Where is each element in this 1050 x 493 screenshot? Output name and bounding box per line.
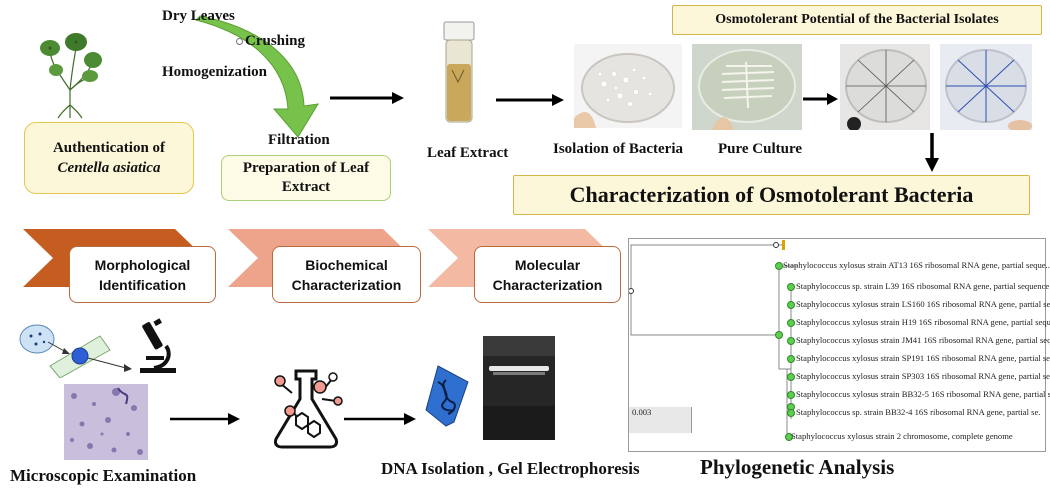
tree-node xyxy=(787,409,795,417)
method-box-biochemical: Biochemical Characterization xyxy=(272,246,421,303)
characterization-title-label: Characterization of Osmotolerant Bacteri… xyxy=(569,182,974,207)
preparation-label: Preparation of Leaf Extract xyxy=(242,160,370,195)
tree-leaf-label: Staphylococcus sp. strain L39 16S riboso… xyxy=(796,281,1050,291)
authentication-species: Centella asiatica xyxy=(57,160,161,176)
method-box-molecular: Molecular Characterization xyxy=(474,246,621,303)
step-filtration: Filtration xyxy=(268,132,330,148)
tree-node xyxy=(787,391,795,399)
tree-node xyxy=(787,319,795,327)
centella-plant-illustration xyxy=(40,33,102,119)
tree-leaf-label: Staphylococcus xylosus strain JM41 16S r… xyxy=(796,335,1050,345)
step-crushing-label: Crushing xyxy=(245,33,306,49)
dna-label: DNA Isolation , Gel Electrophoresis xyxy=(381,459,640,478)
leaf-extract-tube xyxy=(443,21,475,123)
tree-node xyxy=(785,433,793,441)
isolation-petri-dish xyxy=(574,44,682,128)
authentication-box: Authentication of Centella asiatica xyxy=(24,122,194,194)
osmotolerant-petri-dish-1 xyxy=(840,44,930,130)
phylogenetic-tree-panel: 0.003 Staphylococcus xylosus strain AT13… xyxy=(628,238,1050,452)
method-label-morphological: Morphological Identification xyxy=(94,256,191,293)
tree-leaf-label: Staphylococcus xylosus strain SP191 16S … xyxy=(796,353,1050,363)
tree-leaf-label: Staphylococcus xylosus strain BB32-5 16S… xyxy=(796,389,1050,399)
authentication-line1: Authentication of xyxy=(52,140,166,156)
microscope-slide-illustration xyxy=(19,324,132,378)
pure-culture-petri-dish xyxy=(692,44,802,130)
green-curved-arrow xyxy=(195,15,319,138)
tree-leaf-label: Staphylococcus xylosus strain AT13 16S r… xyxy=(783,260,1050,270)
method-box-morphological: Morphological Identification xyxy=(69,246,216,303)
tree-node xyxy=(787,337,795,345)
tree-leaf-label: Staphylococcus sp. strain BB32-4 16S rib… xyxy=(796,407,1041,417)
phylo-label: Phylogenetic Analysis xyxy=(700,455,895,479)
gel-electrophoresis-image xyxy=(483,336,555,440)
arrow-to-biochemical xyxy=(170,413,240,425)
dna-tag-icon xyxy=(425,365,469,427)
method-label-biochemical: Biochemical Characterization xyxy=(291,256,402,293)
tree-node xyxy=(775,262,783,270)
arrow-to-osmotolerant xyxy=(803,93,838,105)
microscopic-stain-image xyxy=(64,384,148,460)
osmotolerant-potential-label: Osmotolerant Potential of the Bacterial … xyxy=(715,12,999,27)
flask-molecule-icon xyxy=(274,369,343,449)
arrow-to-leaf-extract xyxy=(330,92,404,104)
tree-node xyxy=(787,355,795,363)
osmotolerant-petri-dish-2 xyxy=(940,44,1032,130)
tree-scale-label: 0.003 xyxy=(632,407,652,417)
tree-node xyxy=(787,373,795,381)
leaf-extract-label: Leaf Extract xyxy=(427,145,509,161)
arrow-to-isolation xyxy=(496,94,564,106)
tree-node xyxy=(787,301,795,309)
tree-node xyxy=(775,331,783,339)
tree-leaf-label: Staphylococcus xylosus strain SP303 16S … xyxy=(796,371,1050,381)
preparation-box: Preparation of Leaf Extract xyxy=(221,155,391,201)
tree-node xyxy=(787,283,795,291)
microscope-icon xyxy=(140,318,176,373)
arrow-to-dna xyxy=(344,413,416,425)
characterization-title: Characterization of Osmotolerant Bacteri… xyxy=(513,175,1030,215)
osmotolerant-potential-title: Osmotolerant Potential of the Bacterial … xyxy=(672,5,1042,35)
step-homogenization: Homogenization xyxy=(162,64,267,80)
pure-culture-label: Pure Culture xyxy=(718,141,803,157)
tree-scale-bar-box xyxy=(629,407,692,433)
tree-leaf-label: Staphylococcus xylosus strain LS160 16S … xyxy=(796,299,1050,309)
step-crushing: Crushing xyxy=(236,33,305,50)
arrow-down-to-characterization xyxy=(925,133,939,172)
tree-leaf-label: Staphylococcus xylosus strain H19 16S ri… xyxy=(796,317,1050,327)
isolation-label: Isolation of Bacteria xyxy=(553,141,683,157)
step-dry-leaves: Dry Leaves xyxy=(162,8,235,24)
method-label-molecular: Molecular Characterization xyxy=(492,256,603,293)
tree-leaf-label: Staphylococcus xylosus strain 2 chromoso… xyxy=(791,431,1013,441)
microscopic-label: Microscopic Examination xyxy=(10,466,197,485)
crushing-dot-icon xyxy=(236,38,243,46)
